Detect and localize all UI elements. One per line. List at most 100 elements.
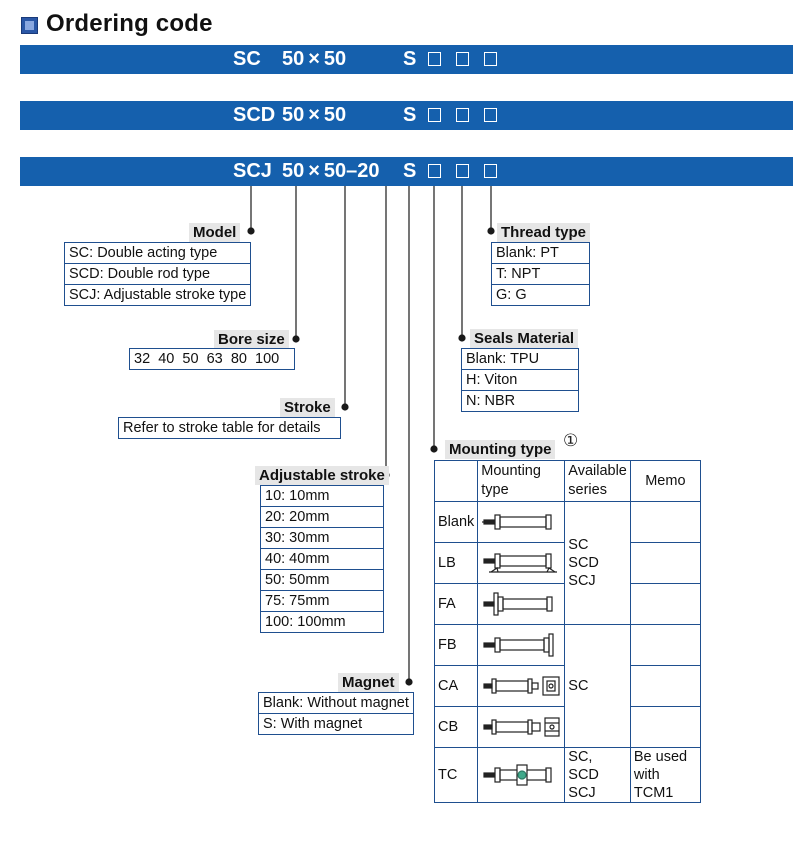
code-box [484, 108, 497, 122]
code-box [456, 52, 469, 66]
bore-value: 50 [182, 351, 199, 367]
front-flange-cylinder-icon [477, 583, 566, 625]
bore-value: 80 [230, 351, 247, 367]
mounting-code: FB [433, 624, 479, 666]
code-bar-sc: SC 50 × 50 S [20, 45, 793, 74]
seals-option: Blank: TPU [461, 348, 579, 370]
foot-mount-cylinder-icon [477, 542, 566, 584]
thread-dot [487, 227, 495, 235]
mounting-dot [430, 445, 438, 453]
bore-dot [292, 335, 300, 343]
code-magnet: S [403, 104, 417, 126]
seals-table: Blank: TPU H: Viton N: NBR [461, 348, 579, 412]
mounting-header-memo: Memo [629, 460, 701, 502]
code-box [428, 108, 441, 122]
code-magnet: S [403, 160, 417, 182]
adjustable-option: 50: 50mm [260, 569, 384, 591]
model-label: Model [189, 223, 241, 242]
code-model: SC [233, 48, 261, 70]
adjustable-option: 30: 30mm [260, 527, 384, 549]
magnet-dot [405, 678, 413, 686]
thread-option: G: G [491, 284, 590, 306]
code-bar-scj: SCJ 50 × 50–20 S [20, 157, 793, 186]
code-magnet: S [403, 48, 417, 70]
adjustable-option: 40: 40mm [260, 548, 384, 570]
basic-cylinder-icon [477, 501, 566, 543]
model-dot [247, 227, 255, 235]
code-box [484, 52, 497, 66]
adjustable-option: 75: 75mm [260, 590, 384, 612]
code-box [456, 164, 469, 178]
trunnion-cylinder-icon [477, 747, 566, 803]
mounting-code: CA [433, 665, 479, 707]
thread-option: Blank: PT [491, 242, 590, 264]
mounting-memo [629, 624, 701, 666]
code-size: 50 × 50 [282, 48, 347, 70]
mounting-memo [629, 542, 701, 584]
adjustable-table: 10: 10mm 20: 20mm 30: 30mm 40: 40mm 50: … [260, 485, 384, 633]
single-clevis-cylinder-icon [477, 665, 566, 707]
mounting-header-code [433, 460, 479, 502]
model-table: SC: Double acting type SCD: Double rod t… [63, 242, 252, 306]
mounting-memo [629, 501, 701, 543]
thread-label: Thread type [497, 223, 591, 242]
model-option: SC: Double acting type [63, 242, 252, 264]
page-title: Ordering code [46, 10, 213, 37]
mounting-label: Mounting type [445, 440, 556, 459]
code-box [428, 52, 441, 66]
adjustable-option: 100: 100mm [260, 611, 384, 633]
seals-label: Seals Material [470, 329, 579, 348]
magnet-label: Magnet [338, 673, 399, 692]
stroke-table: Refer to stroke table for details [118, 417, 341, 439]
mounting-memo [629, 706, 701, 748]
mounting-code: Blank [433, 501, 479, 543]
bore-table: 32 40 50 63 80 100 [129, 348, 295, 370]
thread-table: Blank: PT T: NPT G: G [491, 242, 590, 306]
adjustable-option: 10: 10mm [260, 485, 384, 507]
series-group-2: SC [564, 624, 631, 748]
model-option: SCJ: Adjustable stroke type [63, 284, 252, 306]
code-model: SCJ [233, 160, 272, 182]
model-option: SCD: Double rod type [63, 263, 252, 285]
magnet-option: Blank: Without magnet [258, 692, 414, 714]
seals-option: N: NBR [461, 390, 579, 412]
bore-label: Bore size [214, 330, 289, 349]
mounting-memo [629, 665, 701, 707]
stroke-option: Refer to stroke table for details [118, 417, 341, 439]
code-model: SCD [233, 104, 276, 126]
mounting-code: CB [433, 706, 479, 748]
adjustable-option: 20: 20mm [260, 506, 384, 528]
mounting-code: TC [433, 747, 479, 803]
magnet-option: S: With magnet [258, 713, 414, 735]
bore-value: 32 [134, 351, 151, 367]
double-clevis-cylinder-icon [477, 706, 566, 748]
code-box [456, 108, 469, 122]
stroke-dot [341, 403, 349, 411]
code-size: 50 × 50 [282, 104, 347, 126]
code-bar-scd: SCD 50 × 50 S [20, 101, 793, 130]
bore-values: 32 40 50 63 80 100 [129, 348, 295, 370]
seals-option: H: Viton [461, 369, 579, 391]
mounting-memo [629, 583, 701, 625]
rear-flange-cylinder-icon [477, 624, 566, 666]
title-square-icon [21, 17, 38, 34]
code-box [484, 164, 497, 178]
code-size: 50 × 50–20 [282, 160, 380, 182]
bore-value: 40 [158, 351, 175, 367]
adjustable-label: Adjustable stroke [255, 466, 389, 485]
mounting-code: LB [433, 542, 479, 584]
mounting-note-marker: ① [563, 431, 579, 450]
thread-option: T: NPT [491, 263, 590, 285]
bore-value: 100 [255, 351, 280, 367]
magnet-table: Blank: Without magnet S: With magnet [258, 692, 414, 735]
stroke-label: Stroke [280, 398, 335, 417]
seals-dot [458, 334, 466, 342]
code-box [428, 164, 441, 178]
